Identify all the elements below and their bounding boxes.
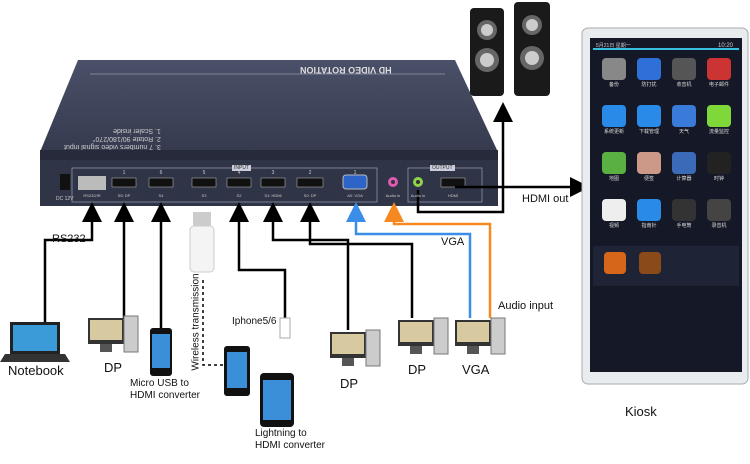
- notebook-label: Notebook: [8, 363, 64, 378]
- app-label: 地图: [608, 176, 619, 182]
- iphone-label: Iphone5/6: [232, 316, 277, 327]
- app-icon: [707, 105, 731, 127]
- app-label: 系统更新: [603, 129, 624, 135]
- app-icon: [707, 199, 731, 221]
- app-label: 流量监控: [708, 129, 729, 135]
- app-label: 录音机: [711, 223, 727, 229]
- device-features: 3. 7 numbers video signal input 2. Rotat…: [64, 126, 161, 150]
- app-icon: [707, 152, 731, 174]
- video-rotation-device: [40, 60, 498, 206]
- speakers: [470, 2, 550, 96]
- kiosk: [581, 27, 749, 385]
- app-icon: [637, 105, 661, 127]
- app-label: 天气: [678, 129, 689, 135]
- app-label: 收音机: [676, 82, 692, 88]
- port-number: 4: [237, 170, 241, 176]
- pc-monitors: [88, 315, 506, 367]
- audio-input-label: Audio input: [498, 300, 554, 312]
- app-label: 时钟: [713, 176, 724, 182]
- output-port-label: HDMI: [447, 193, 459, 198]
- dp-label: DP: [408, 362, 427, 377]
- vga-label: VGA: [462, 362, 490, 377]
- port-label: RS232/IR: [83, 193, 101, 198]
- micro-usb-label: Micro USB to HDMI converter: [130, 378, 201, 401]
- app-icon: [672, 199, 696, 221]
- device-title: HD VIDEO ROTATION: [300, 65, 392, 75]
- dp-label: DP: [104, 360, 123, 375]
- feature: 3. 7 numbers video signal input: [64, 143, 161, 150]
- feature: 1. Scaler inside: [113, 127, 161, 134]
- port-label: A0: VGA: [347, 193, 363, 198]
- kiosk-time: 10:20: [718, 43, 734, 49]
- app-icon: [672, 58, 696, 80]
- app-icon: [602, 58, 626, 80]
- app-icon: [602, 199, 626, 221]
- app-icon: [707, 58, 731, 80]
- port-label: S1: HDMI: [264, 193, 282, 198]
- dp-label: DP: [340, 376, 359, 391]
- output-label: OUTPUT: [430, 165, 455, 171]
- vga-line-label: VGA: [441, 236, 465, 248]
- app-icon: [672, 152, 696, 174]
- app-label: 计算器: [676, 176, 692, 182]
- app-icon: [637, 152, 661, 174]
- notebook: [0, 322, 70, 362]
- dongle: [189, 212, 215, 273]
- app-label: 下载管理: [638, 129, 659, 135]
- lightning-label: Lightning to HDMI converter: [255, 428, 326, 451]
- app-icon: [637, 58, 661, 80]
- app-icon: [602, 152, 626, 174]
- app-label: 防打扰: [641, 82, 657, 88]
- port-label: S0: DP: [303, 193, 317, 198]
- port-label: S4: [158, 193, 164, 198]
- app-icon: [602, 105, 626, 127]
- app-label: 电子邮件: [708, 82, 729, 88]
- app-icon: [672, 105, 696, 127]
- kiosk-date: 5月21日 星期一: [596, 43, 631, 49]
- port-number: 2: [308, 170, 312, 176]
- port-number: 3: [271, 170, 275, 176]
- power-label: DC 12V: [56, 196, 74, 202]
- wireless-label: Wireless transmission: [190, 273, 202, 371]
- kiosk-label: Kiosk: [625, 404, 657, 419]
- app-label: 便签: [643, 176, 654, 182]
- port-label: S5: DP: [117, 193, 131, 198]
- hdmi-out-label: HDMI out: [522, 193, 569, 205]
- port-number: 1: [353, 170, 357, 176]
- port-number: 1: [122, 170, 126, 176]
- port-label: S2: [236, 193, 242, 198]
- rs232-label: RS232: [52, 233, 86, 245]
- app-label: 备份: [608, 82, 619, 88]
- signal-lines: [43, 102, 590, 366]
- input-label: INPUT: [232, 165, 251, 171]
- app-label: 手电筒: [676, 223, 692, 229]
- port-label: S3: [201, 193, 207, 198]
- app-label: 指南针: [641, 223, 657, 229]
- port-label: Audio in: [385, 193, 401, 198]
- app-label: 视频: [608, 223, 619, 229]
- app-icon: [637, 199, 661, 221]
- port-number: 6: [159, 170, 163, 176]
- output-port-label: Audio in: [410, 193, 426, 198]
- feature: 2. Rotate 90/180/270°: [92, 135, 161, 142]
- port-number: 5: [202, 170, 206, 176]
